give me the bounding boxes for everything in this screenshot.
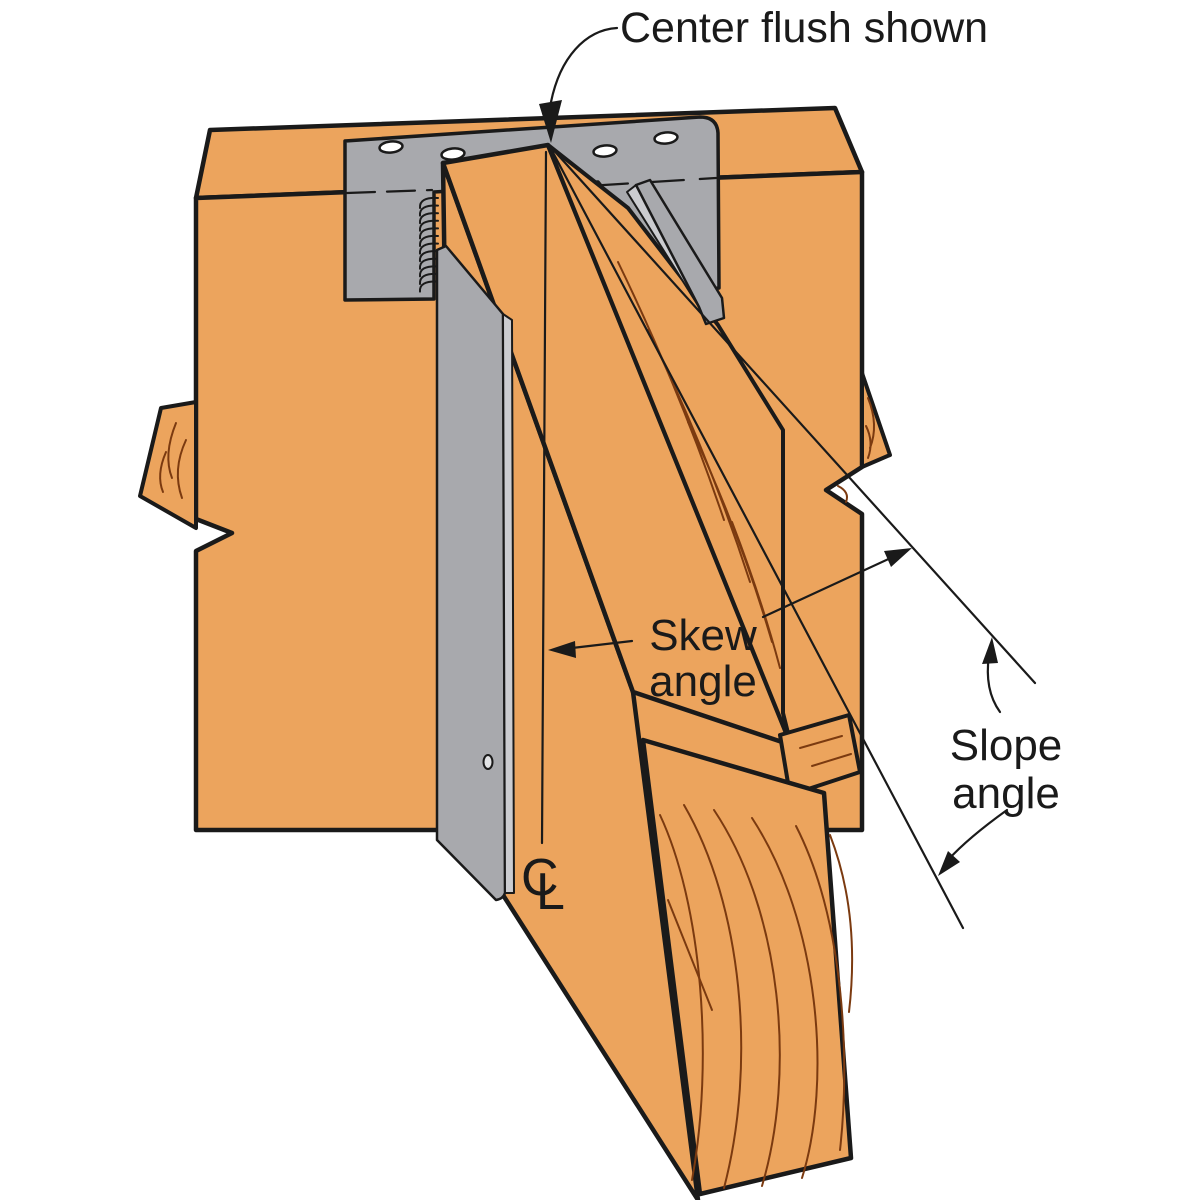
flange-bolt-hole [482,754,494,770]
hanger-side-flange-left [435,244,507,902]
label-skew-angle-line2: angle [649,657,757,706]
center-flush-leader [539,26,619,143]
bolt-hole [378,140,404,154]
label-slope-angle-line1: Slope [950,721,1063,770]
bend-hatch-marks [418,196,439,293]
bend-hatch-curl [418,227,439,240]
hanger-top-flange-and-legs [343,115,721,302]
slope-angle-arrows [938,637,1009,876]
bend-hatch-curl [418,265,439,278]
hanger-side-flange-right [634,178,726,326]
bend-hatch-curl [418,257,439,270]
bend-hatch-curl [418,219,439,232]
centerline-symbol: C L [521,849,565,921]
slope-reference-line-lower [547,143,965,930]
label-center-flush-shown: Center flush shown [620,4,988,52]
bend-hatch-curl [418,242,439,255]
joist-side-face-lower [640,737,854,1197]
break-wedge-right [860,371,892,469]
skew-arrow-right-head-icon [884,548,912,567]
hanger-side-flange-left-edge [502,313,515,894]
label-skew-angle-line1: Skew [649,611,757,660]
bolt-hole [592,144,618,158]
bend-hatch-curl [418,196,439,209]
joist-grain-upper [617,261,781,669]
hanger-side-flanges [435,178,726,902]
bolt-hole [653,131,679,145]
bend-hatch-curl [418,234,439,247]
bolt-holes [378,131,679,161]
joist-grain-lower [659,804,854,1189]
bend-line-dashed-left [345,188,434,195]
joist-break-piece [778,713,862,797]
slope-arrow-upper-head-icon [982,637,998,664]
leader-line [549,26,619,104]
hanger-bracket [343,115,721,302]
slope-arrow-upper-line [986,653,1002,714]
centerline-symbol-l: L [536,863,565,921]
label-slope-angle-line2: angle [952,769,1060,818]
slope-arrow-lower-head-icon [938,851,960,876]
bend-hatch-curl [418,272,439,285]
centerline-symbol-c: C [521,849,559,907]
skew-angle-arrows [548,548,912,658]
centerline [540,150,548,845]
bend-hatch-curl [418,280,439,293]
bend-hatch-curl [418,212,439,225]
skew-arrow-right-line [761,554,897,619]
slope-reference-line-upper [547,143,1037,685]
leader-arrowhead-icon [539,100,562,143]
skew-arrow-left-line [570,639,634,650]
break-wedge-grain [159,397,875,503]
bend-hatch-curl [418,250,439,263]
skew-arrow-left-head-icon [548,641,576,658]
bend-hatch-curl [418,204,439,217]
joist-break-piece-grain [799,735,852,767]
